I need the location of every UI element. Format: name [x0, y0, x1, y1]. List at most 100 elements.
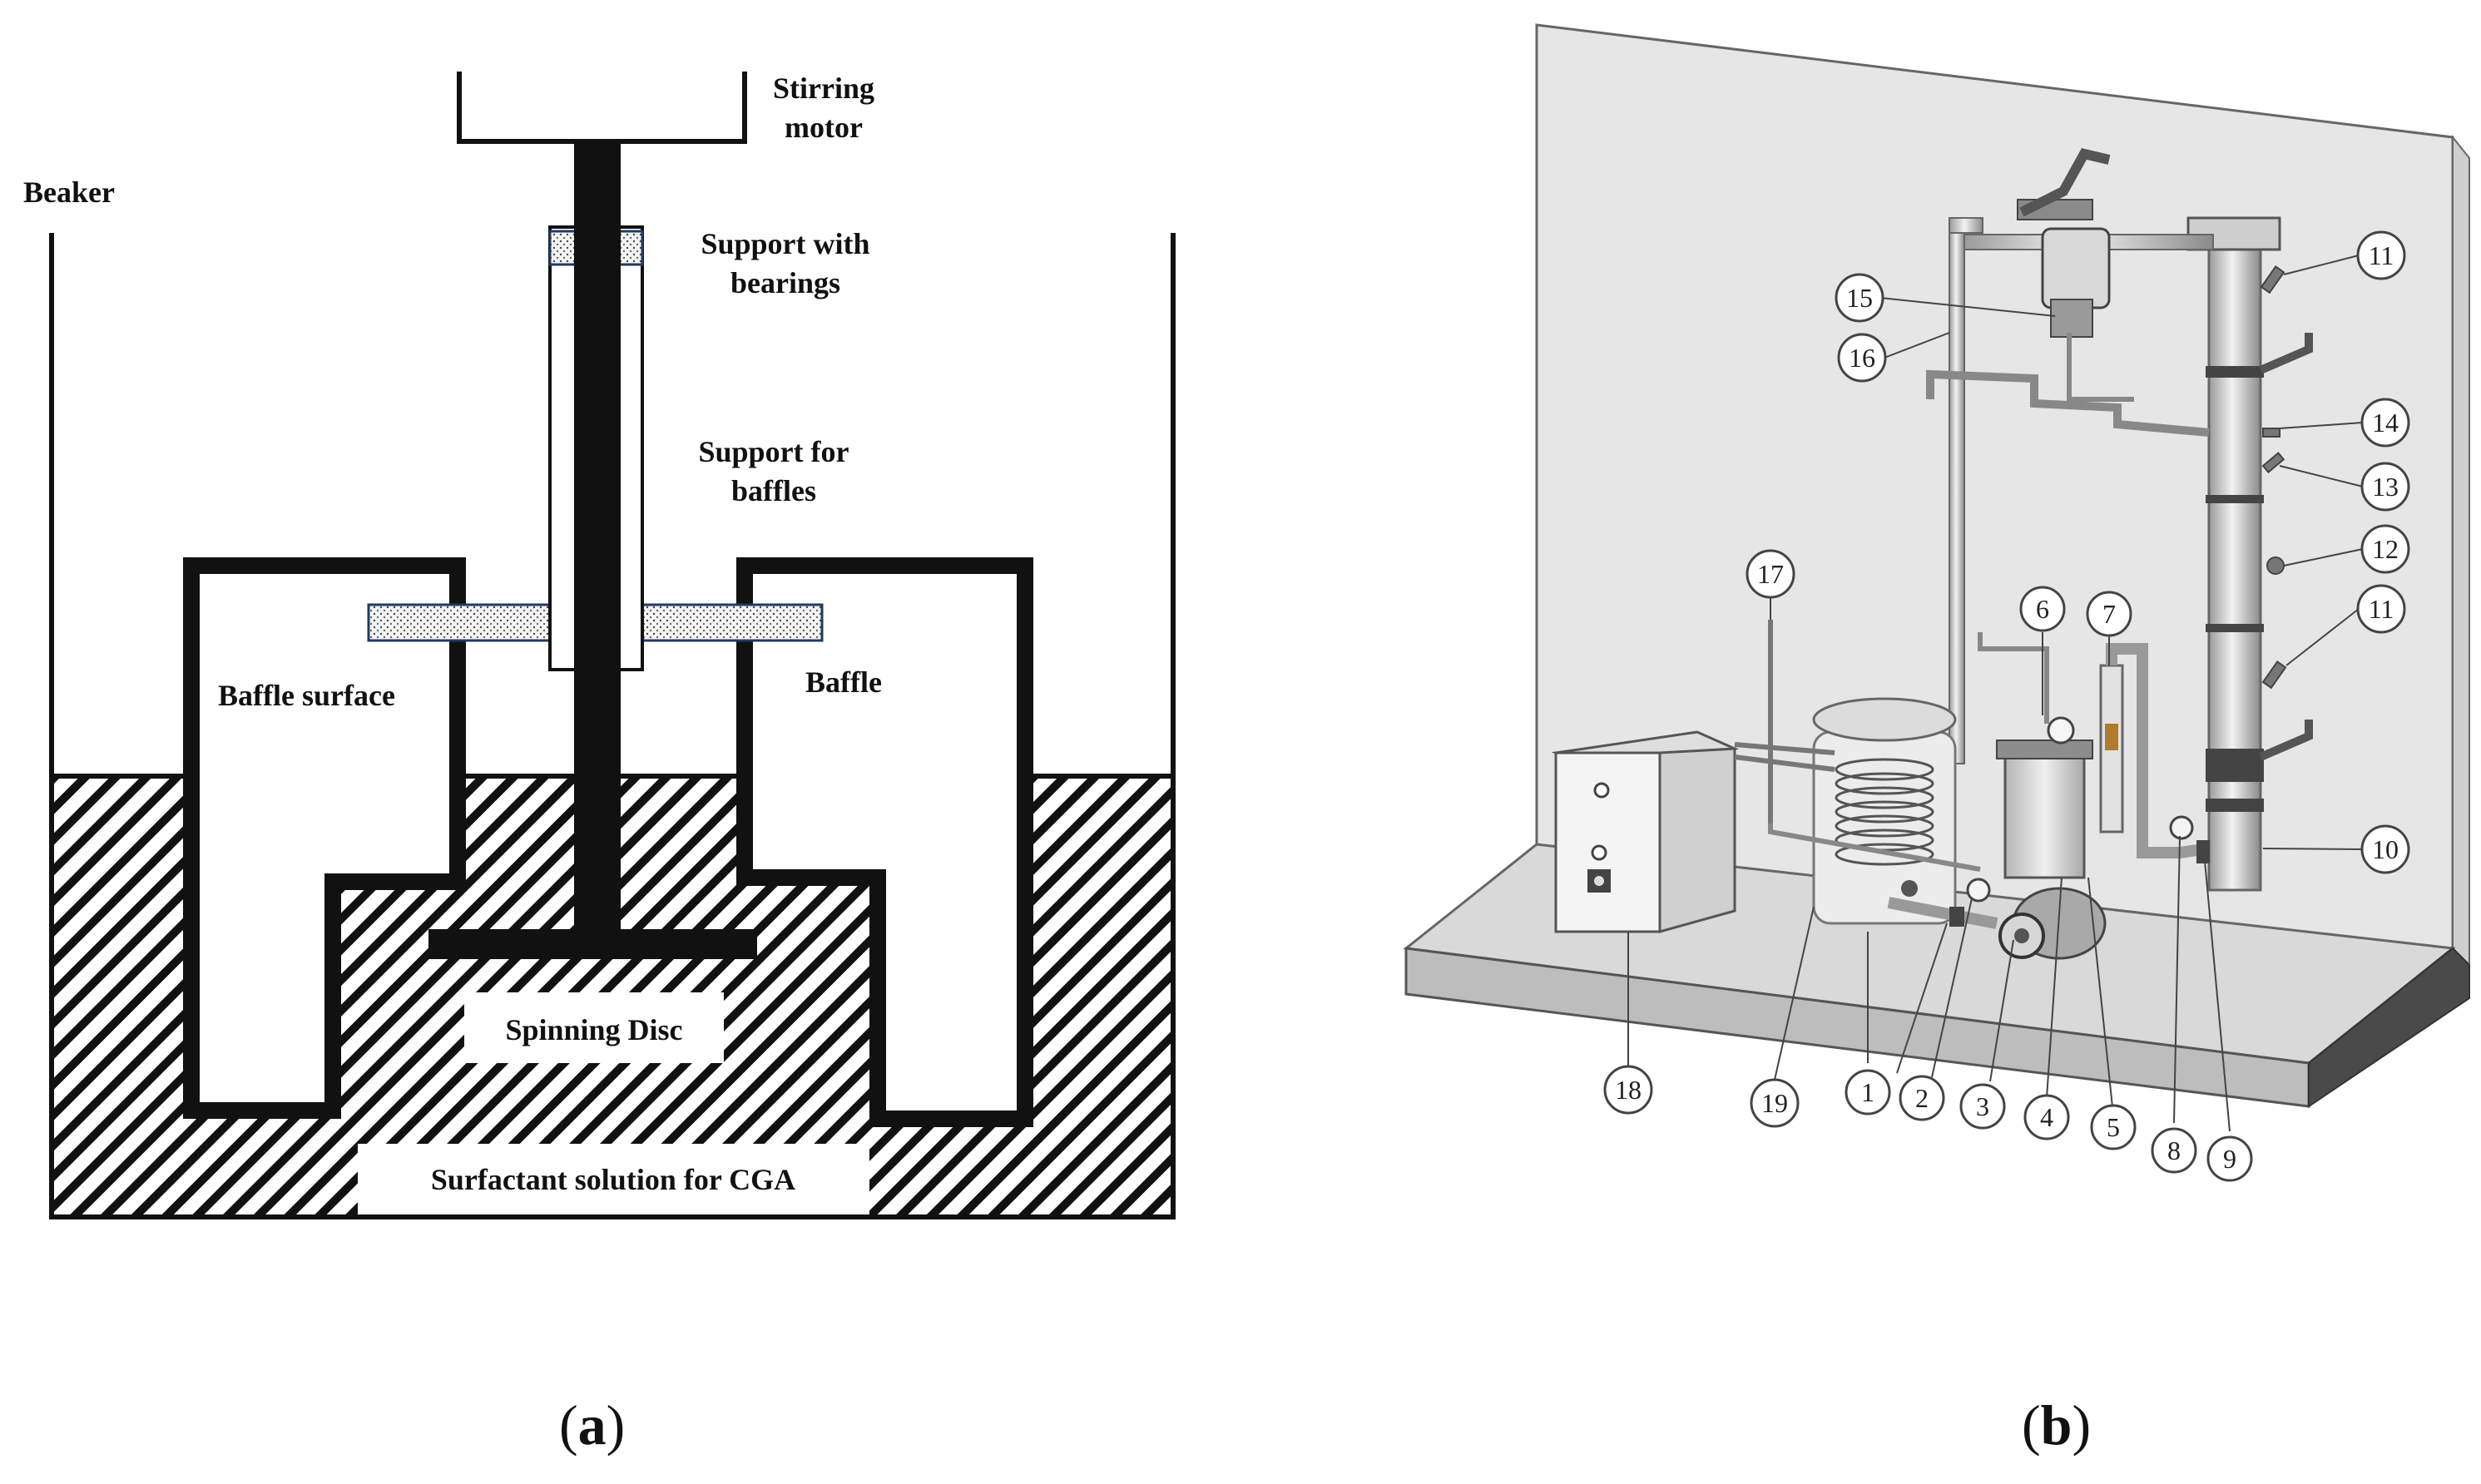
- panel-a-schematic: Stirring motor Beaker Support with beari…: [0, 0, 1215, 1480]
- svg-text:17: 17: [1757, 559, 1784, 589]
- chiller-front: [1554, 751, 1661, 933]
- chiller-line-1: [1734, 742, 1835, 755]
- svg-text:15: 15: [1846, 283, 1873, 313]
- baffle-left: [183, 557, 466, 1119]
- wall-right-side: [2452, 135, 2470, 967]
- callout-18: 18: [1603, 1065, 1653, 1115]
- svg-text:18: 18: [1615, 1075, 1642, 1105]
- label-support-baffles-line1: Support for: [698, 435, 849, 468]
- panel-b-apparatus: 1 2 3 4 5 6 7 8 9 10 11 11 12 13 14 15 1…: [1356, 0, 2481, 1480]
- thermometer-line: [1768, 824, 1981, 872]
- spinning-disc: [428, 929, 757, 959]
- callout-3: 3: [1959, 1083, 2006, 1130]
- callout-11-bottom: 11: [2356, 584, 2406, 634]
- chiller-line-2: [1734, 754, 1835, 772]
- column-fittings: [2260, 265, 2287, 690]
- callout-15: 15: [1835, 273, 1884, 323]
- reservoir-lid: [1996, 740, 2093, 759]
- svg-text:13: 13: [2372, 472, 2399, 502]
- callout-5: 5: [2090, 1104, 2137, 1150]
- feed-pipe: [2106, 643, 2210, 858]
- motor-head: [2050, 299, 2093, 338]
- bubble-column: [2207, 240, 2262, 892]
- callout-8: 8: [2151, 1127, 2197, 1174]
- svg-text:11: 11: [2369, 240, 2394, 270]
- label-baffle: Baffle: [805, 665, 882, 699]
- callout-9: 9: [2206, 1135, 2253, 1182]
- svg-text:14: 14: [2372, 408, 2399, 438]
- label-stirring-motor-line2: motor: [785, 111, 863, 144]
- svg-text:9: 9: [2223, 1144, 2236, 1174]
- callout-7: 7: [2086, 591, 2132, 637]
- valve-9: [2196, 840, 2210, 863]
- callout-17: 17: [1746, 549, 1795, 599]
- label-support-bearings-line2: bearings: [730, 266, 840, 299]
- label-support-baffles-line2: baffles: [731, 474, 816, 507]
- callout-2: 2: [1899, 1075, 1945, 1121]
- chiller-light-2: [1591, 844, 1607, 861]
- svg-text:6: 6: [2036, 594, 2049, 624]
- stirrer-shaft: [574, 141, 621, 938]
- svg-text:3: 3: [1976, 1091, 1989, 1121]
- callout-11-top: 11: [2356, 230, 2406, 280]
- valve-2: [1949, 907, 1964, 927]
- motor-body: [2041, 227, 2111, 309]
- svg-text:12: 12: [2372, 534, 2399, 564]
- callout-19: 19: [1750, 1078, 1800, 1128]
- svg-text:10: 10: [2372, 834, 2399, 864]
- callout-1: 1: [1845, 1069, 1891, 1115]
- callout-16: 16: [1837, 333, 1887, 383]
- column-rings: [2206, 366, 2264, 812]
- label-support-bearings-line1: Support with: [701, 227, 869, 260]
- baffle-right-white: [745, 566, 1025, 1119]
- callout-14: 14: [2360, 398, 2410, 448]
- gauge-8: [2169, 815, 2194, 840]
- suction-pipe: [1887, 897, 1998, 929]
- callout-12: 12: [2360, 524, 2410, 574]
- label-surfactant-solution: Surfactant solution for CGA: [431, 1163, 795, 1196]
- top-wall-bracket: [2019, 148, 2111, 217]
- chiller-switch-dot: [1594, 876, 1604, 886]
- svg-text:19: 19: [1761, 1088, 1788, 1118]
- callout-13: 13: [2360, 462, 2410, 512]
- callout-6: 6: [2019, 586, 2066, 632]
- cooling-coil: [1835, 758, 1934, 866]
- caption-a: (a): [559, 1393, 626, 1457]
- return-pipe-top: [1949, 217, 1983, 234]
- label-baffle-surface: Baffle surface: [218, 679, 395, 712]
- svg-text:16: 16: [1849, 343, 1875, 373]
- pipe-6: [1978, 632, 2049, 724]
- label-spinning-disc: Spinning Disc: [505, 1013, 682, 1046]
- floor-right-side: [2308, 947, 2470, 1108]
- panel-b-drawing: 1 2 3 4 5 6 7 8 9 10 11 11 12 13 14 15 1…: [1403, 23, 2470, 1182]
- mid-manifold-2: [2067, 333, 2134, 402]
- stirring-motor-bracket: [457, 72, 747, 144]
- svg-text:8: 8: [2167, 1135, 2181, 1165]
- chiller-light-1: [1593, 782, 1610, 799]
- callout-4: 4: [2023, 1094, 2070, 1140]
- callout-10: 10: [2360, 824, 2410, 874]
- baffle-right: [736, 557, 1033, 1127]
- surfactant-label-bg: [358, 1144, 869, 1214]
- mid-manifold: [1926, 369, 2210, 437]
- label-stirring-motor-line1: Stirring: [773, 72, 874, 105]
- svg-text:5: 5: [2107, 1112, 2120, 1142]
- panel-a-drawing: Stirring motor Beaker Support with beari…: [23, 72, 1176, 1219]
- water-bath-top: [1812, 697, 1957, 742]
- pump-eye: [2014, 928, 2029, 943]
- svg-text:1: 1: [1861, 1077, 1874, 1107]
- column-brackets: [2259, 333, 2313, 761]
- pressure-gauge-6: [2047, 716, 2075, 744]
- svg-text:11: 11: [2369, 594, 2394, 624]
- baffle-left-white: [191, 566, 458, 1111]
- callout-leaders: [1627, 255, 2364, 1132]
- spinning-disc-label-bg: [464, 992, 724, 1063]
- label-beaker: Beaker: [23, 176, 115, 209]
- svg-text:2: 2: [1915, 1083, 1929, 1113]
- caption-b: (b): [2022, 1393, 2092, 1457]
- reservoir-tank: [2003, 747, 2086, 879]
- svg-text:4: 4: [2040, 1102, 2053, 1132]
- valve-1: [1901, 880, 1918, 897]
- svg-text:7: 7: [2102, 599, 2116, 629]
- chiller-side: [1658, 747, 1736, 933]
